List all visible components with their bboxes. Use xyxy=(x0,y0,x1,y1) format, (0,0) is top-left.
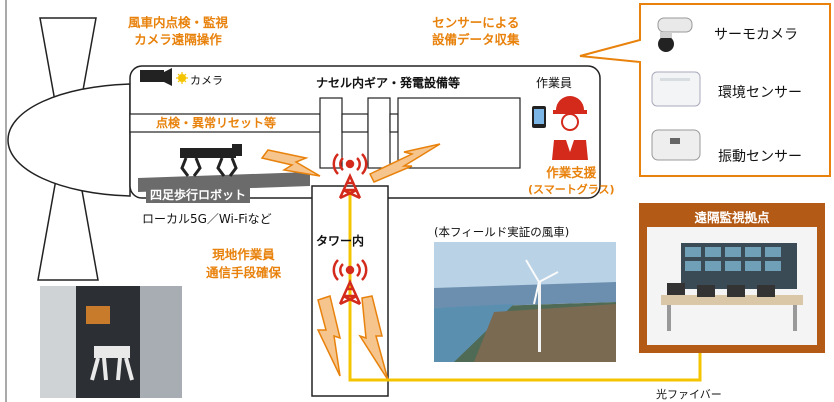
local-5g-label: ローカル5G／Wi-Fiなど xyxy=(142,212,272,226)
camera-label: カメラ xyxy=(190,74,223,87)
work-support-label: 作業支援 (スマートグラス) xyxy=(528,165,615,196)
wireless-bolt-tower-left xyxy=(316,295,342,377)
gear-mid xyxy=(341,113,369,133)
worker-label: 作業員 xyxy=(536,76,573,90)
antenna-top-icon xyxy=(332,153,368,200)
camera-remote-label: 風車内点検・監視 カメラ遠隔操作 xyxy=(128,15,229,47)
quadruped-robot-icon xyxy=(180,144,242,177)
remote-hub-panel: 遠隔監視拠点 xyxy=(639,203,825,353)
field-turbine-label: (本フィールド実証の風車) xyxy=(434,225,570,239)
gear-right xyxy=(367,97,391,169)
sensor-collect-label: センサーによる 設備データ収集 xyxy=(432,15,520,47)
sensor-label-vibration: 振動センサー xyxy=(718,149,802,165)
thermal-camera-icon xyxy=(648,10,702,56)
gear-shaft xyxy=(389,113,399,133)
worker-icon xyxy=(552,96,588,160)
robot-photo xyxy=(40,286,182,398)
antenna-tower-icon xyxy=(332,259,368,306)
inspection-reset-label: 点検・異常リセット等 xyxy=(156,116,277,130)
turbine-aerial-photo xyxy=(434,242,616,362)
vibration-sensor-icon xyxy=(648,124,704,166)
wireless-bolt-right xyxy=(368,143,441,183)
rotor-hub xyxy=(7,83,131,197)
sensor-panel: サーモカメラ 環境センサー 振動センサー xyxy=(644,8,826,172)
camera-icon xyxy=(140,68,188,86)
remote-hub-label: 遠隔監視拠点 xyxy=(694,210,770,225)
sensor-label-environment: 環境センサー xyxy=(718,85,802,101)
tablet-icon xyxy=(532,106,546,128)
tower-inside-label: タワー内 xyxy=(316,234,365,248)
nacelle-label: ナセル内ギア・発電設備等 xyxy=(316,76,461,90)
monitoring-room-photo xyxy=(647,227,817,345)
sensor-label-thermal: サーモカメラ xyxy=(714,27,798,43)
gearbox xyxy=(319,97,343,169)
sensor-callout xyxy=(579,3,831,177)
quadruped-label: 四足歩行ロボット xyxy=(146,186,251,203)
onsite-comm-label: 現地作業員 通信手段確保 xyxy=(206,247,282,280)
wireless-bolt-left xyxy=(260,149,321,177)
fiber-label: 光ファイバー xyxy=(656,388,722,401)
environment-sensor-icon xyxy=(648,66,704,110)
wireless-bolt-tower-right xyxy=(358,295,389,381)
